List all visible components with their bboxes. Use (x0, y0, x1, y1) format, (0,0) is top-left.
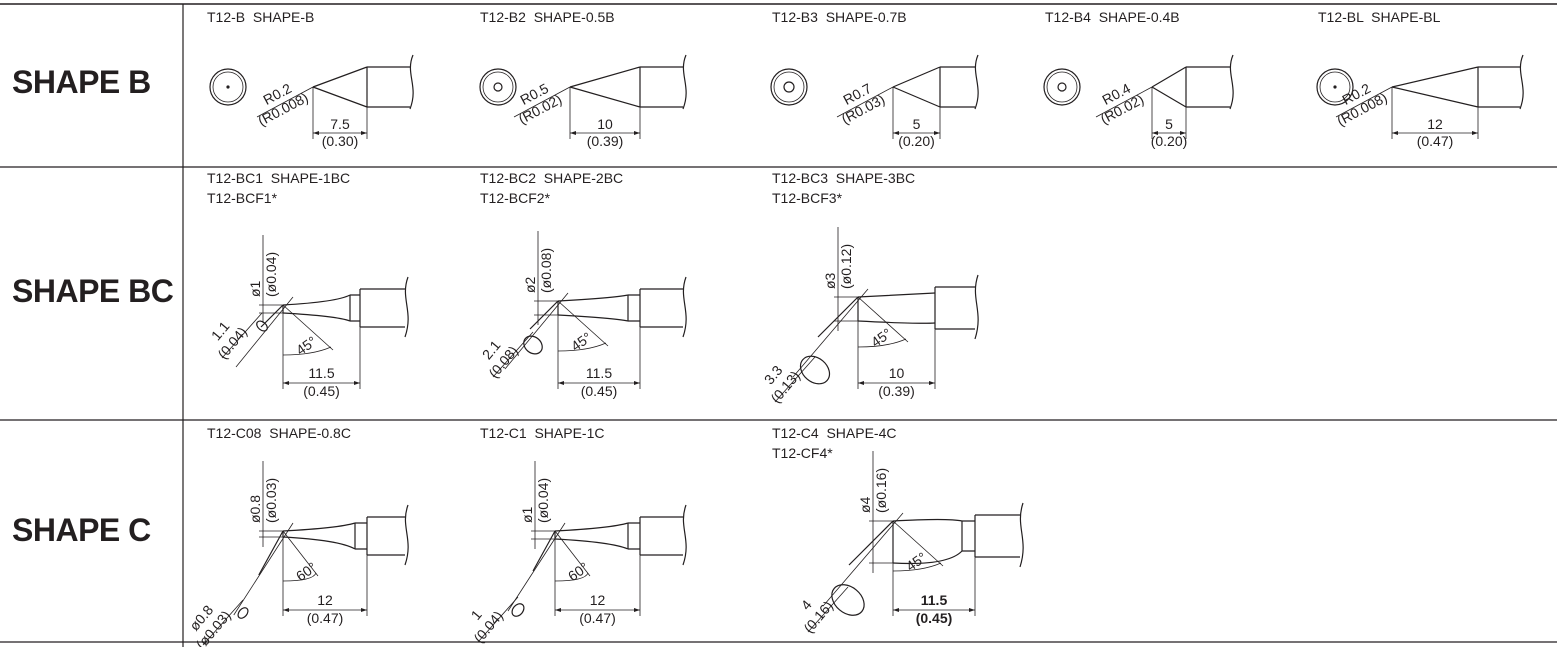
tip-side-view (513, 54, 687, 139)
length-label: 7.5 (330, 116, 350, 132)
tip-title: T12-BC3 SHAPE-3BC (772, 170, 915, 186)
diameter-inch-label: (ø0.04) (535, 478, 551, 523)
tip-cell: T12-BC2 SHAPE-2BCT12-BCF2*45°ø2(ø0.08)2.… (479, 170, 687, 399)
length-inch-label: (0.47) (579, 610, 616, 626)
length-inch-label: (0.45) (303, 383, 340, 399)
tip-side-view (836, 54, 979, 139)
tip-end-view-icon (1043, 68, 1081, 106)
length-label: 12 (1427, 116, 1443, 132)
tip-subtitle: T12-BCF2* (480, 190, 551, 206)
row-label-shape-b: SHAPE B (12, 64, 151, 100)
length-inch-label: (0.20) (1151, 133, 1188, 149)
tip-end-view-icon (209, 68, 247, 106)
tip-side-view (221, 235, 409, 389)
length-label: 12 (317, 592, 333, 608)
tip-cell: T12-C1 SHAPE-1C60°ø1(ø0.04)1(0.04)12(0.4… (468, 425, 687, 646)
tip-title: T12-B3 SHAPE-0.7B (772, 9, 907, 25)
tip-title: T12-BL SHAPE-BL (1318, 9, 1441, 25)
tip-side-view (1335, 54, 1524, 139)
diameter-label: ø1 (247, 280, 263, 297)
tip-title: T12-C4 SHAPE-4C (772, 425, 896, 441)
diameter-label: ø4 (857, 496, 873, 513)
tip-cell: T12-BC1 SHAPE-1BCT12-BCF1*45°ø1(ø0.04)1.… (207, 170, 409, 399)
length-inch-label: (0.47) (307, 610, 344, 626)
tip-end-view-icon (1316, 68, 1354, 106)
length-label: 11.5 (921, 592, 948, 608)
tip-cell: T12-B SHAPE-BR0.2(R0.008)7.5(0.30) (207, 9, 414, 149)
length-label: 10 (889, 365, 905, 381)
tip-side-view (492, 231, 687, 389)
length-inch-label: (0.45) (581, 383, 618, 399)
tip-title: T12-B4 SHAPE-0.4B (1045, 9, 1180, 25)
tip-subtitle: T12-BCF1* (207, 190, 278, 206)
row-label-shape-c: SHAPE C (12, 512, 151, 548)
tip-subtitle: T12-BCF3* (772, 190, 843, 206)
diameter-inch-label: (ø0.04) (263, 252, 279, 297)
diameter-inch-label: (ø0.03) (263, 478, 279, 523)
length-inch-label: (0.39) (878, 383, 915, 399)
tip-end-view-icon (479, 68, 517, 106)
length-label: 11.5 (586, 365, 612, 381)
tip-cell: T12-BC3 SHAPE-3BCT12-BCF3*45°ø3(ø0.12)3.… (761, 170, 979, 406)
diameter-label: ø1 (519, 506, 535, 523)
length-label: 10 (597, 116, 613, 132)
length-inch-label: (0.30) (322, 133, 359, 149)
tip-side-view (807, 451, 1024, 633)
diameter-label: ø2 (522, 276, 538, 293)
diameter-label: ø0.8 (247, 495, 263, 523)
length-label: 11.5 (308, 365, 334, 381)
table-grid (0, 3, 1557, 647)
diameter-label: ø3 (822, 272, 838, 289)
row-label-shape-bc: SHAPE BC (12, 273, 174, 309)
tip-end-view-icon (770, 68, 808, 106)
diameter-inch-label: (ø0.08) (538, 248, 554, 293)
length-inch-label: (0.47) (1417, 133, 1454, 149)
tip-title: T12-C1 SHAPE-1C (480, 425, 604, 441)
tip-title: T12-BC2 SHAPE-2BC (480, 170, 623, 186)
tip-title: T12-C08 SHAPE-0.8C (207, 425, 351, 441)
length-inch-label: (0.45) (916, 610, 953, 626)
tip-subtitle: T12-CF4* (772, 445, 833, 461)
tip-side-view (256, 54, 414, 139)
length-inch-label: (0.39) (587, 133, 624, 149)
tip-side-view (774, 227, 979, 403)
tip-side-view (1095, 54, 1234, 139)
tip-title: T12-B SHAPE-B (207, 9, 314, 25)
length-label: 5 (913, 116, 921, 132)
length-inch-label: (0.20) (898, 133, 935, 149)
tip-title: T12-B2 SHAPE-0.5B (480, 9, 615, 25)
tip-cell: T12-C08 SHAPE-0.8C60°ø0.8(ø0.03)ø0.8(ø0.… (186, 425, 409, 647)
diameter-inch-label: (ø0.12) (838, 244, 854, 289)
tip-title: T12-BC1 SHAPE-1BC (207, 170, 350, 186)
tip-side-view (477, 461, 687, 643)
length-label: 5 (1165, 116, 1173, 132)
tip-side-view (202, 461, 409, 646)
length-label: 12 (590, 592, 606, 608)
tip-cell: T12-C4 SHAPE-4CT12-CF4*45°ø4(ø0.16)4(0.1… (772, 425, 1024, 636)
diameter-inch-label: (ø0.16) (873, 468, 889, 513)
